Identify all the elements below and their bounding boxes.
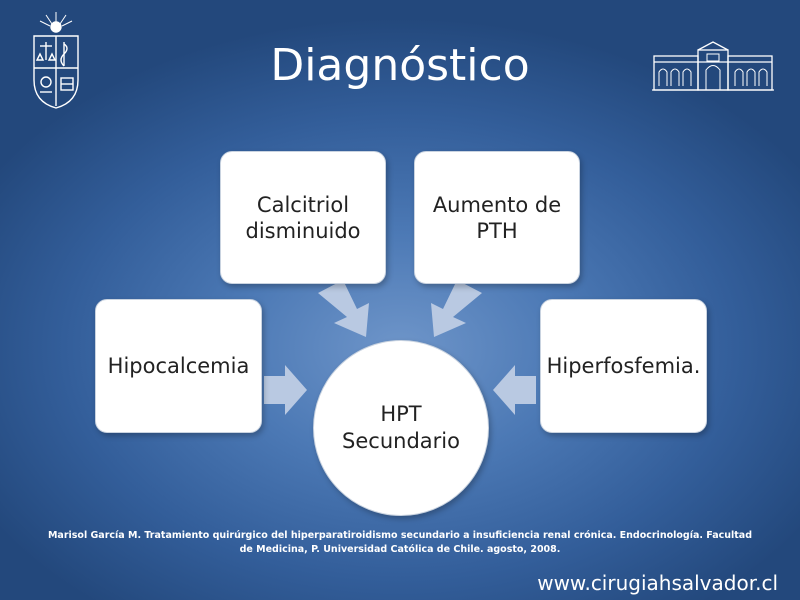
arrow-from-pth	[431, 280, 482, 337]
arrow-from-hiperfosfemia	[493, 365, 536, 415]
center-label: HPT Secundario	[342, 402, 460, 453]
arrow-from-hipocalcemia	[264, 365, 307, 415]
university-crest-icon	[33, 12, 79, 109]
calcitriol-label: Calcitriol disminuido	[245, 192, 361, 243]
citation-text: Marisol García M. Tratamiento quirúrgico…	[47, 530, 753, 555]
hiperfosfemia-label: Hiperfosfemia.	[546, 354, 701, 378]
calcitriol-box: Calcitriol disminuido	[220, 151, 386, 284]
hospital-building-icon	[652, 41, 774, 91]
hipocalcemia-label: Hipocalcemia	[107, 354, 250, 378]
pth-label: Aumento de PTH	[432, 192, 562, 243]
hipocalcemia-box: Hipocalcemia	[95, 299, 262, 433]
hiperfosfemia-box: Hiperfosfemia.	[540, 299, 707, 433]
center-circle: HPT Secundario	[313, 340, 489, 516]
pth-box: Aumento de PTH	[414, 151, 580, 284]
website-url: www.cirugiahsalvador.cl	[537, 571, 778, 595]
arrow-from-calcitriol	[318, 280, 369, 337]
slide-title: Diagnóstico	[270, 40, 530, 91]
